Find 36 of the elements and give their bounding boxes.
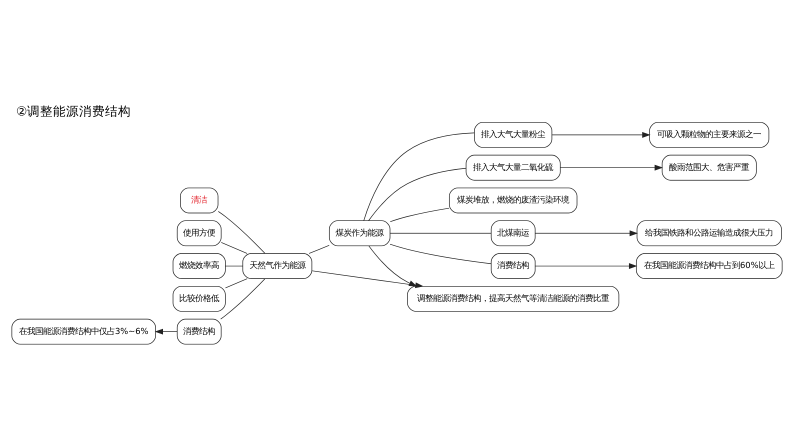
node-box: 燃烧效率高 bbox=[172, 253, 226, 279]
node-box: 清洁 bbox=[180, 188, 218, 214]
connector bbox=[218, 211, 266, 254]
node-box: 消费结构 bbox=[490, 253, 536, 279]
arrow bbox=[368, 246, 418, 287]
connector bbox=[363, 132, 475, 221]
connector bbox=[390, 208, 450, 222]
node-box: 比较价格低 bbox=[172, 286, 226, 312]
node-box: 可吸入颗粒物的主要来源之一 bbox=[649, 122, 770, 148]
arrow bbox=[312, 270, 424, 288]
connector bbox=[225, 278, 248, 288]
arrow bbox=[534, 230, 638, 236]
arrow bbox=[552, 132, 651, 138]
node-box: 消费结构 bbox=[176, 318, 222, 345]
node-box: 天然气作为能源 bbox=[242, 253, 312, 279]
connector bbox=[390, 244, 492, 264]
node-box: 在我国能源消费结构中占到60%以上 bbox=[636, 253, 782, 279]
node-box: 排入大气大量粉尘 bbox=[474, 122, 552, 148]
diagram-title: ②调整能源消费结构 bbox=[16, 104, 132, 119]
arrow bbox=[560, 164, 664, 171]
node-box: 煤炭作为能源 bbox=[328, 220, 390, 246]
node-box: 在我国能源消费结构中仅占3%~6% bbox=[12, 318, 156, 345]
node-box: 北煤南运 bbox=[490, 220, 536, 246]
node-box: 酸雨范围大、危害严重 bbox=[662, 154, 757, 181]
node-box: 调整能源消费结构，提高天然气等清洁能源的消费比重 bbox=[407, 286, 620, 312]
node-box: 排入大气大量二氧化硫 bbox=[466, 154, 561, 181]
connector bbox=[390, 232, 492, 234]
arrow bbox=[534, 263, 638, 269]
connector bbox=[220, 242, 248, 254]
node-box: 煤炭堆放，燃烧的废渣污染环境 bbox=[448, 188, 578, 214]
node-box: 使用方便 bbox=[176, 220, 222, 246]
connector bbox=[368, 168, 466, 221]
arrow bbox=[154, 328, 178, 335]
connector bbox=[220, 278, 266, 320]
node-box: 给我国铁路和公路运输造成很大压力 bbox=[636, 220, 782, 246]
connector bbox=[308, 244, 330, 254]
